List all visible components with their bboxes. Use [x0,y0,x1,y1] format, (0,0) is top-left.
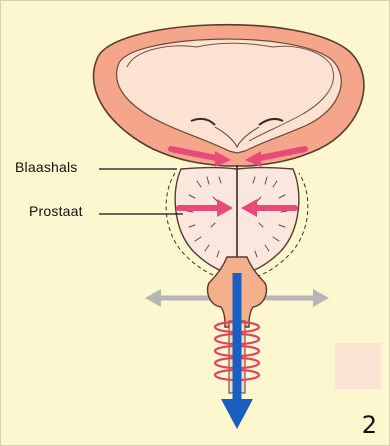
label-bladder-neck: Blaashals [15,159,78,175]
urine-flow-arrowhead [221,399,253,429]
decorative-swatch [335,343,381,389]
dilation-arrowhead-right [313,289,329,307]
dilation-arrowhead-left [145,289,161,307]
figure-number: 2 [362,411,377,439]
label-prostate: Prostaat [29,203,83,219]
